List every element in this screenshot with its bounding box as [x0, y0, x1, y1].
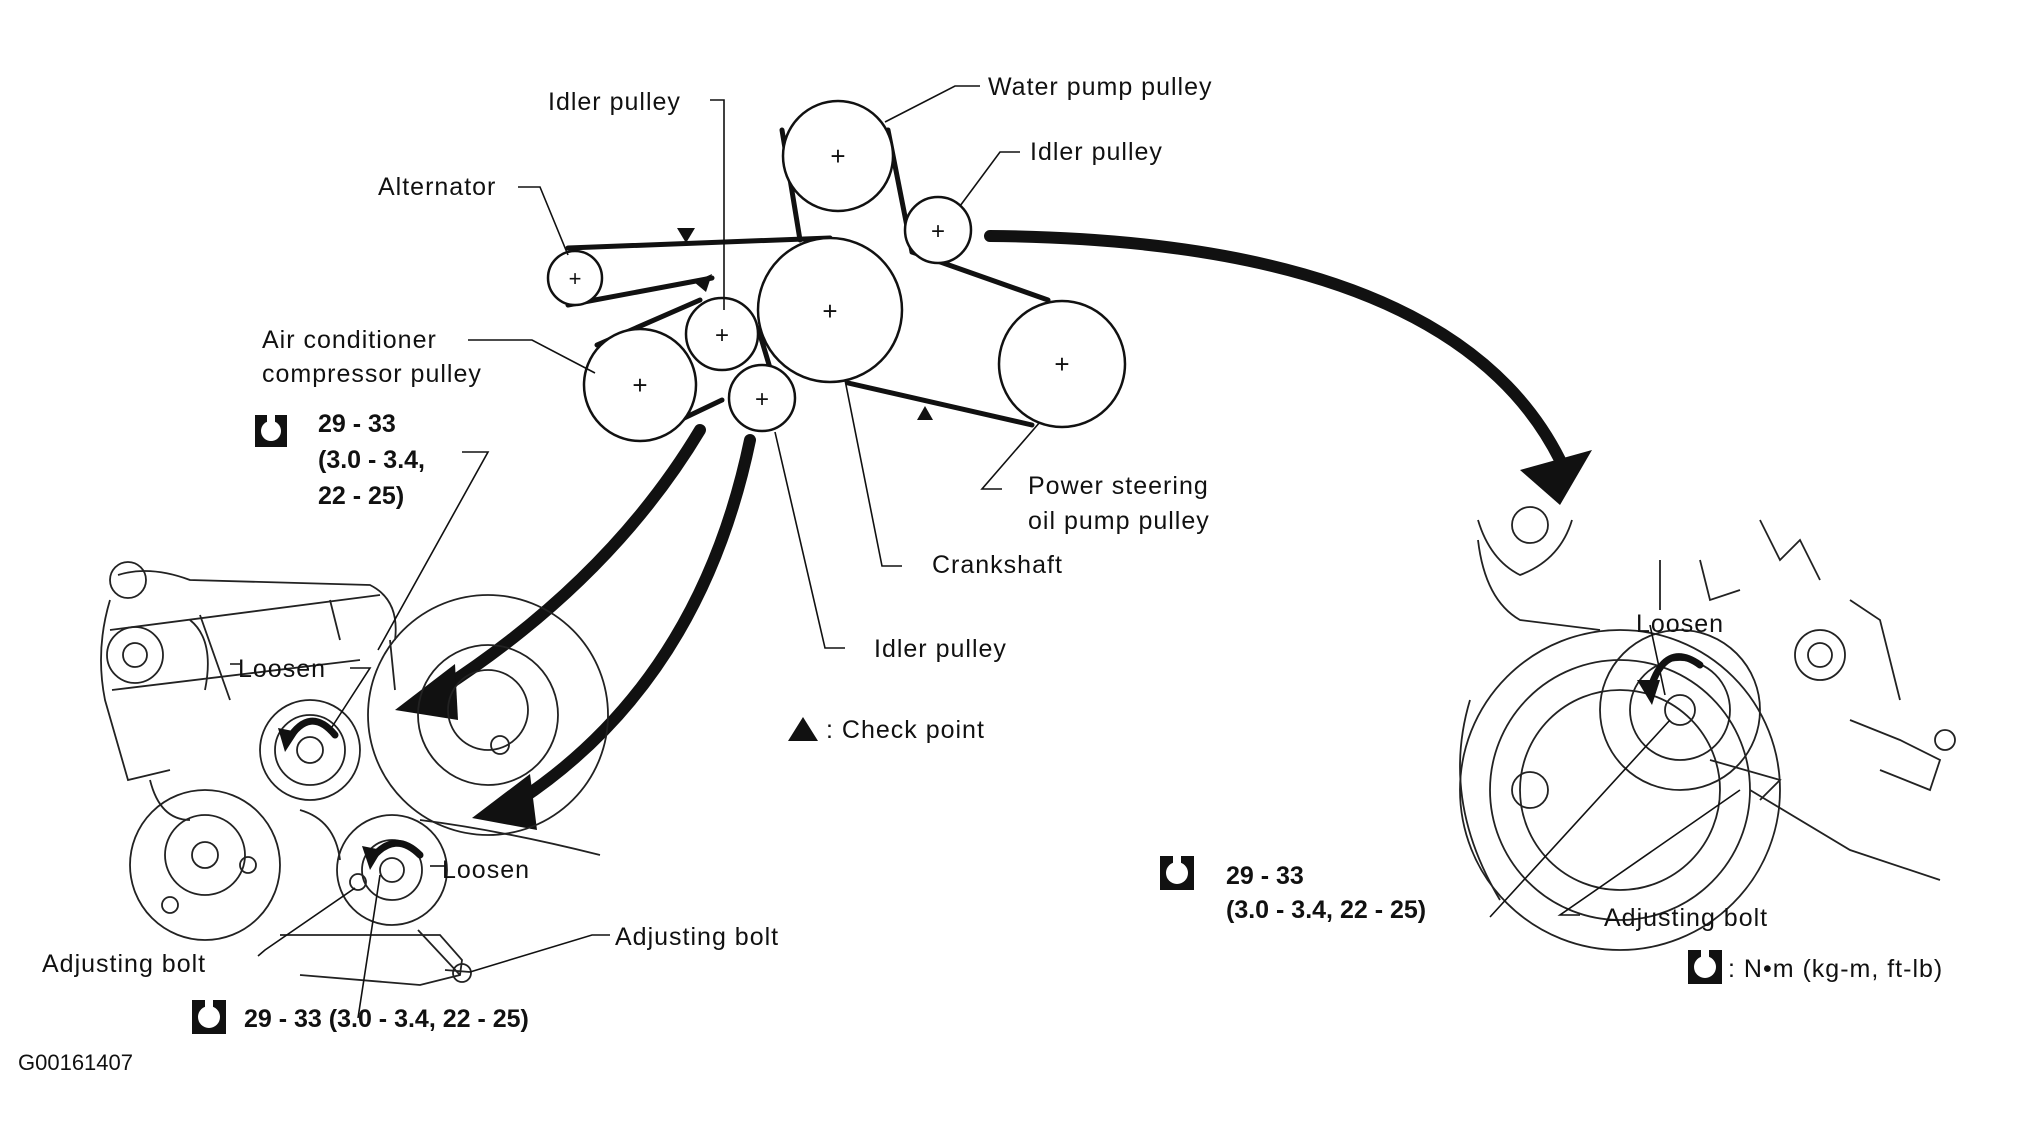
- label-ac-compressor-line1: Air conditioner: [262, 326, 437, 354]
- water-pump-pulley: +: [781, 99, 895, 213]
- label-loosen-upper-left: Loosen: [238, 655, 326, 683]
- label-water-pump-pulley: Water pump pulley: [988, 73, 1213, 101]
- torque-right-line2: (3.0 - 3.4, 22 - 25): [1226, 896, 1426, 924]
- arrow-head-right: [1520, 450, 1592, 505]
- pulley-center-mark: +: [1054, 349, 1069, 379]
- label-loosen-right: Loosen: [1636, 610, 1724, 638]
- engine-sketch-right: [1459, 506, 1956, 951]
- check-point-triangle-icon: [788, 717, 818, 741]
- label-power-steering-line1: Power steering: [1028, 472, 1209, 500]
- torque-wrench-icon: [1160, 856, 1194, 890]
- torque-wrench-icon: [255, 415, 287, 447]
- engine-sketch-left: [100, 451, 610, 1019]
- idler-pulley-lower: +: [727, 363, 797, 433]
- idler-pulley-upper-left: +: [684, 296, 760, 372]
- torque-wrench-icon: [1688, 950, 1722, 984]
- label-loosen-lower-left: Loosen: [442, 856, 530, 884]
- check-point-triangle-icon: [917, 406, 933, 420]
- label-adjusting-bolt-left: Adjusting bolt: [42, 950, 206, 978]
- check-point-triangle-icon: [677, 228, 695, 243]
- pulley-center-mark: +: [755, 386, 769, 413]
- torque-icons: [192, 415, 1722, 1034]
- leader-lines: [468, 85, 1041, 649]
- check-point-marks: [677, 228, 933, 420]
- idler-pulley-right: +: [903, 195, 973, 265]
- tensioner-bolt: [1664, 694, 1696, 726]
- tensioner-bolt: [379, 857, 405, 883]
- torque-ac-line3: 22 - 25): [318, 482, 404, 510]
- ac-compressor-pulley: +: [582, 327, 698, 443]
- pulley-center-mark: +: [822, 296, 837, 326]
- torque-bottom: 29 - 33 (3.0 - 3.4, 22 - 25): [244, 1005, 529, 1033]
- torque-right-line1: 29 - 33: [1226, 862, 1304, 890]
- adjusting-bolt-head: [349, 873, 367, 891]
- label-idler-pulley-top-left: Idler pulley: [548, 88, 681, 116]
- pulley-group: + + + + + + + +: [546, 99, 1127, 443]
- crankshaft-pulley: +: [756, 236, 904, 384]
- curved-arrows: [395, 230, 1592, 830]
- torque-wrench-icon: [192, 1000, 226, 1034]
- adjusting-bolt-head: [452, 963, 472, 983]
- label-alternator: Alternator: [378, 173, 496, 201]
- label-adjusting-bolt-right: Adjusting bolt: [1604, 904, 1768, 932]
- torque-ac-line1: 29 - 33: [318, 410, 396, 438]
- arrow-head-left-upper: [395, 664, 458, 720]
- label-check-point: : Check point: [826, 716, 985, 744]
- alternator-pulley: +: [546, 249, 604, 307]
- arrow-head-left-lower: [472, 774, 537, 830]
- check-point-triangle-icon: [694, 274, 712, 292]
- figure-id: G00161407: [18, 1050, 133, 1075]
- label-power-steering-line2: oil pump pulley: [1028, 507, 1210, 535]
- pulley-center-mark: +: [632, 370, 647, 400]
- label-ac-compressor-line2: compressor pulley: [262, 360, 482, 388]
- torque-ac-line2: (3.0 - 3.4,: [318, 446, 425, 474]
- tensioner-bolt: [296, 736, 324, 764]
- pulley-center-mark: +: [715, 322, 729, 349]
- label-units-legend: : N•m (kg-m, ft-lb): [1728, 955, 1943, 983]
- labels: Water pump pulley Idler pulley Idler pul…: [18, 73, 1943, 1075]
- pulley-center-mark: +: [569, 266, 582, 291]
- label-adjusting-bolt-middle: Adjusting bolt: [615, 923, 779, 951]
- label-idler-pulley-lower: Idler pulley: [874, 635, 1007, 663]
- label-idler-pulley-top-right: Idler pulley: [1030, 138, 1163, 166]
- pulley-center-mark: +: [830, 141, 845, 171]
- pulley-center-mark: +: [931, 218, 945, 245]
- label-crankshaft: Crankshaft: [932, 551, 1063, 579]
- power-steering-pulley: +: [997, 299, 1127, 429]
